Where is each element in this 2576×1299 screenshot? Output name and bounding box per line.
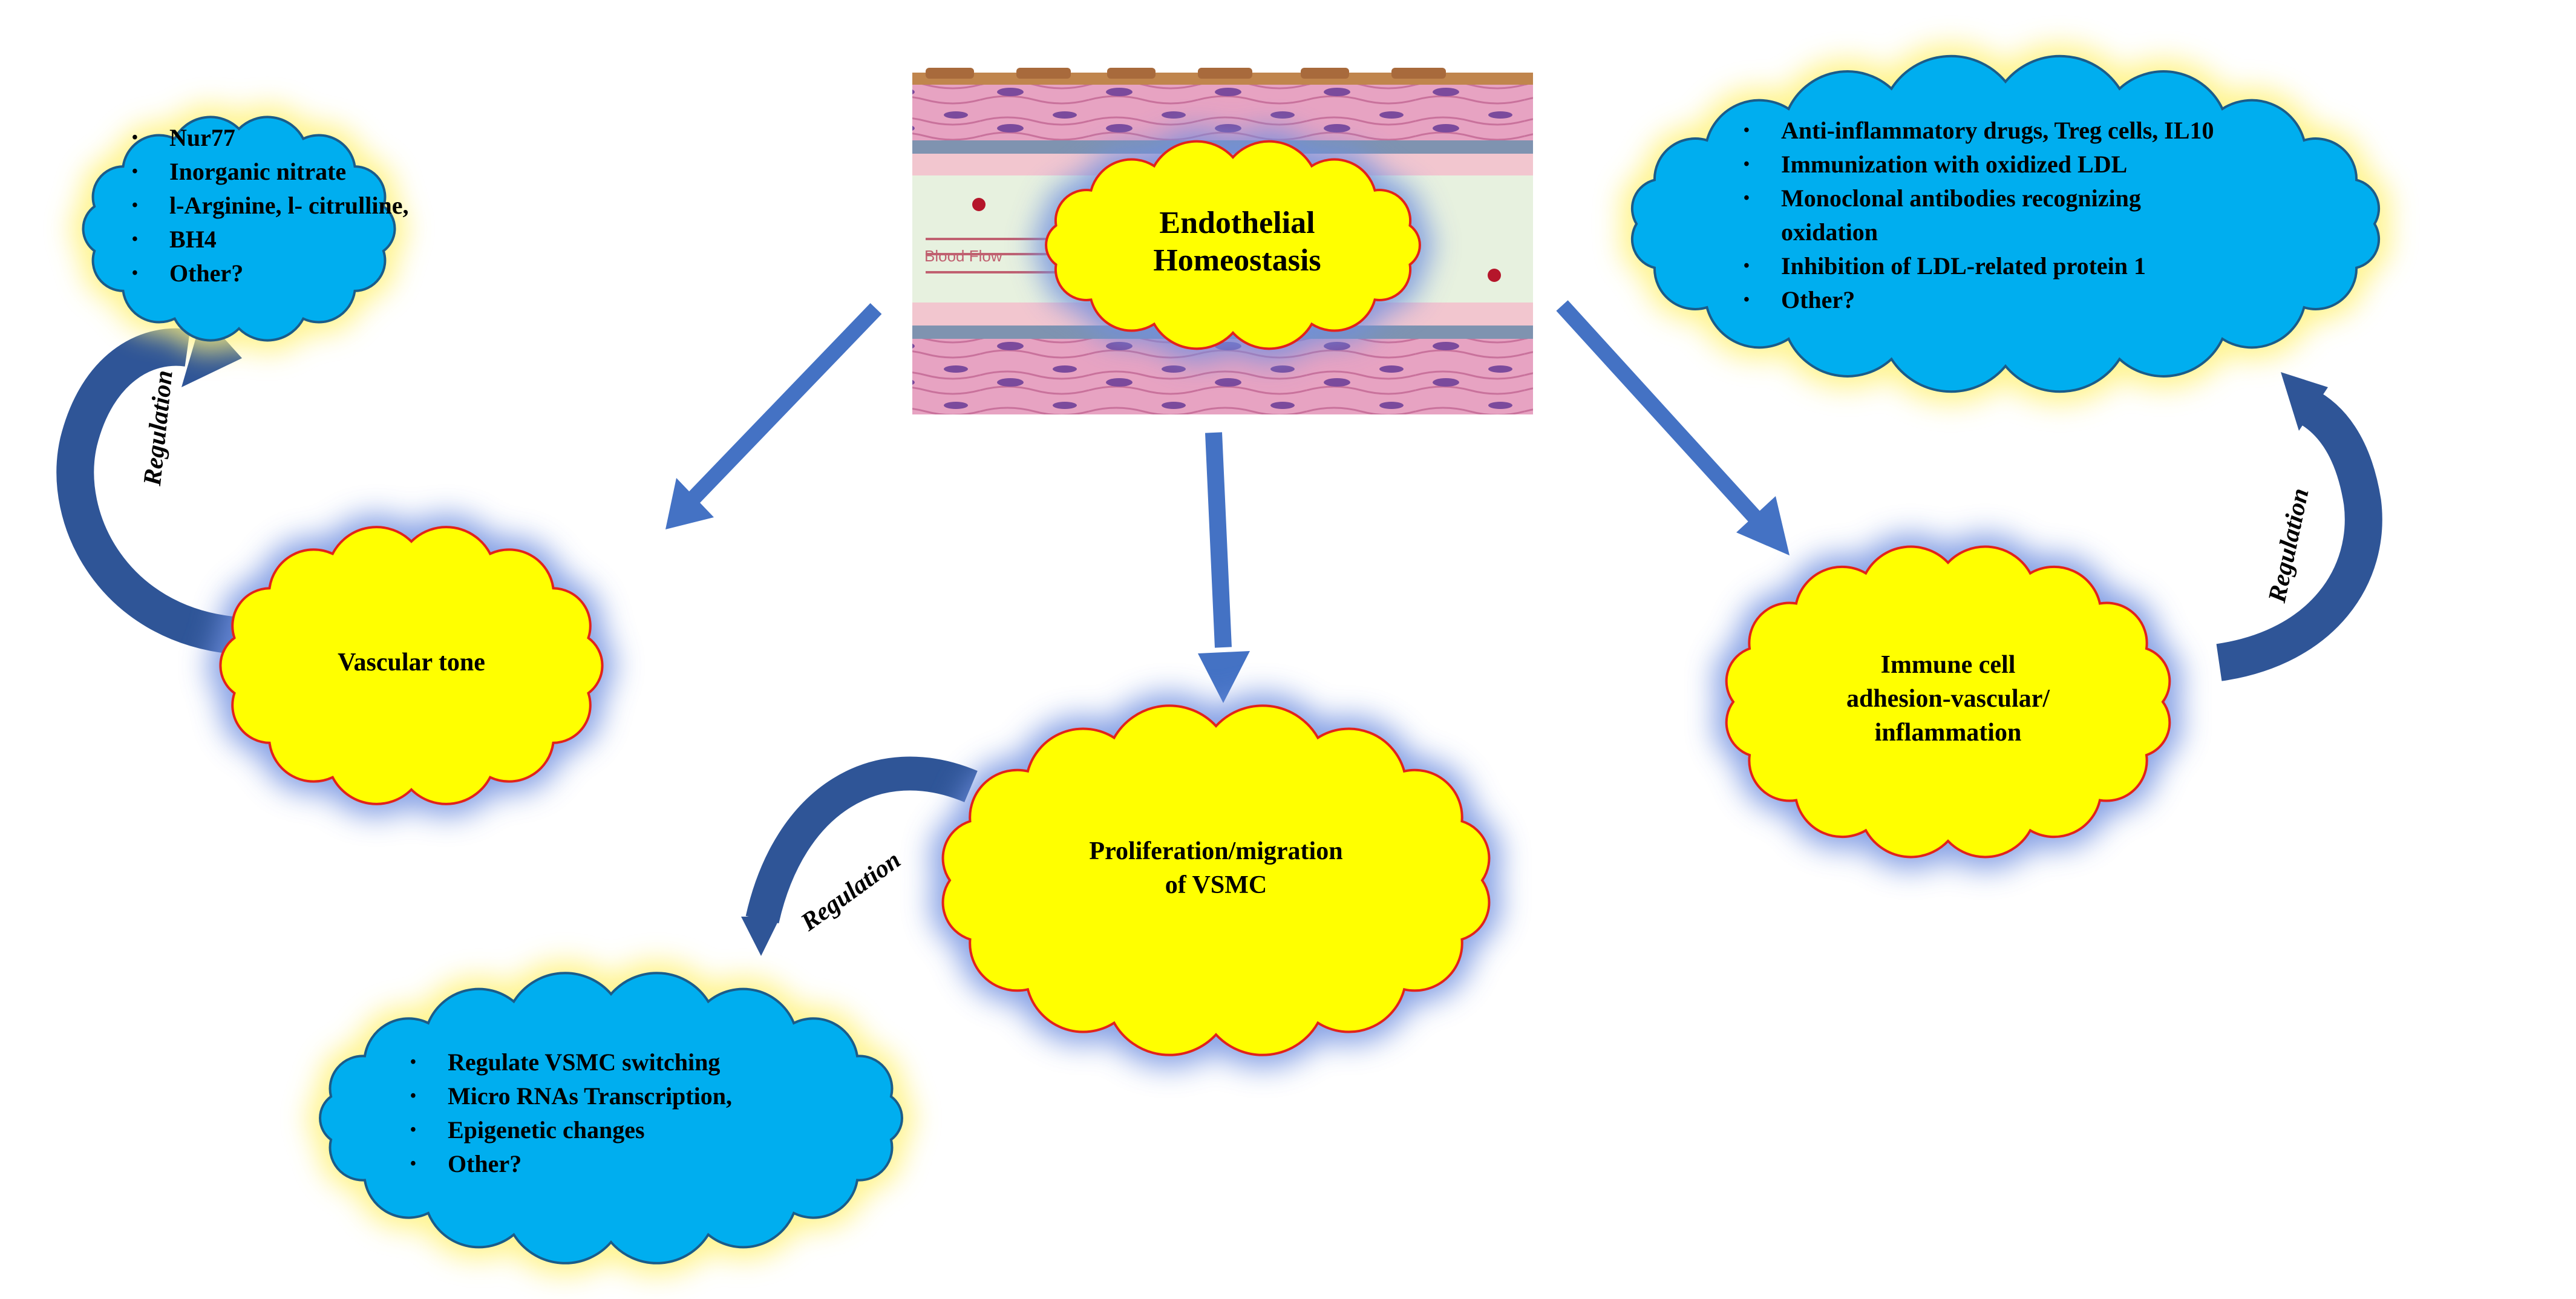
list-item: •Epigenetic changes bbox=[410, 1116, 645, 1144]
list-item: •Inorganic nitrate bbox=[132, 158, 347, 185]
proliferation-line2: of VSMC bbox=[1165, 871, 1267, 899]
top-right-list: •Anti-inflammatory drugs, Treg cells, IL… bbox=[1744, 114, 2276, 317]
immune-line3: inflammation bbox=[1874, 719, 2022, 747]
list-item: •Monoclonal antibodies recognizing bbox=[1744, 185, 2141, 212]
list-item: •Other? bbox=[132, 260, 244, 287]
proliferation-label: Proliferation/migration of VSMC bbox=[1028, 829, 1404, 908]
center-title-line2: Homeostasis bbox=[1153, 243, 1321, 278]
arrow-to-vascular-tone bbox=[665, 303, 882, 529]
list-item: •BH4 bbox=[132, 226, 217, 253]
arrow-to-immune bbox=[1556, 300, 1790, 555]
blood-flow-label: Blood Flow bbox=[924, 247, 1002, 265]
list-item: •Other? bbox=[410, 1150, 522, 1177]
list-item: •Micro RNAs Transcription, bbox=[410, 1082, 732, 1110]
list-item: •l-Arginine, l- citrulline, bbox=[132, 192, 409, 219]
regulation-arrow-bottom bbox=[741, 756, 978, 956]
top-left-list: •Nur77 •Inorganic nitrate •l-Arginine, l… bbox=[132, 121, 446, 290]
proliferation-line1: Proliferation/migration bbox=[1089, 837, 1343, 865]
vascular-tone-text: Vascular tone bbox=[338, 649, 485, 676]
list-item: •Other? bbox=[1744, 286, 1855, 313]
regulation-arrow-right bbox=[2216, 372, 2382, 681]
list-item: •Inhibition of LDL-related protein 1 bbox=[1744, 252, 2146, 280]
cloud-top-left bbox=[71, 105, 407, 353]
list-item: •Immunization with oxidized LDL bbox=[1744, 151, 2128, 178]
list-item: •Anti-inflammatory drugs, Treg cells, IL… bbox=[1744, 117, 2214, 144]
vascular-tone-label: Vascular tone bbox=[284, 635, 538, 690]
immune-line2: adhesion-vascular/ bbox=[1846, 685, 2050, 713]
list-item: oxidation bbox=[1781, 218, 1878, 246]
immune-line1: Immune cell bbox=[1880, 651, 2016, 679]
cloud-top-right bbox=[1620, 44, 2391, 404]
cloud-proliferation bbox=[930, 693, 1502, 1067]
list-item: •Nur77 bbox=[132, 124, 235, 151]
immune-cell-label: Immune cell adhesion-vascular/ inflammat… bbox=[1785, 641, 2111, 756]
arrow-to-proliferation bbox=[1198, 432, 1250, 703]
cloud-immune bbox=[1714, 534, 2182, 869]
center-title-line1: Endothelial bbox=[1159, 206, 1315, 240]
endothelial-homeostasis-label: Endothelial Homeostasis bbox=[1095, 194, 1379, 290]
cloud-vascular-tone bbox=[208, 515, 615, 816]
list-item: •Regulate VSMC switching bbox=[410, 1049, 721, 1076]
cloud-endothelial bbox=[1034, 129, 1432, 361]
cloud-bottom-left bbox=[308, 961, 914, 1275]
bottom-left-list: •Regulate VSMC switching •Micro RNAs Tra… bbox=[410, 1045, 822, 1181]
